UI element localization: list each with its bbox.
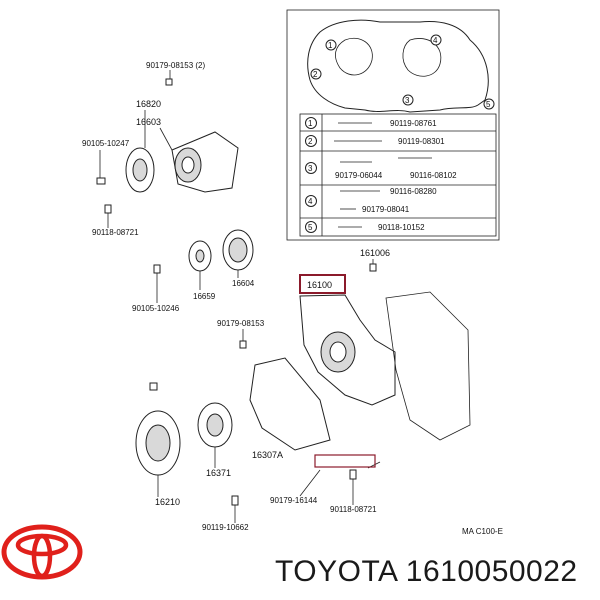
legend-3-part-a: 90179-06044 (335, 171, 383, 180)
legend-1-part: 90119-08761 (390, 119, 437, 128)
bolt-90119-10662 (231, 495, 239, 506)
callout-16371: 16371 (206, 468, 231, 478)
legend-2-part: 90119-08301 (398, 137, 445, 146)
bracket-16307A (249, 357, 331, 451)
gasket-circle-markers: 1 2 3 4 5 (310, 34, 495, 110)
legend-num-2: 2 (308, 137, 313, 146)
marker-3: 3 (405, 96, 410, 105)
diagram-reference-code: MA C100-E (462, 527, 503, 536)
bolt-mid-left (153, 264, 161, 274)
toyota-logo (1, 524, 83, 580)
callout-16820: 16820 (136, 99, 161, 109)
callout-16307A: 16307A (252, 450, 283, 460)
callout-90105-10247: 90105-10247 (82, 139, 130, 148)
legend-num-4: 4 (308, 197, 313, 206)
bolt-90179-08153 (239, 340, 247, 349)
brand-part-caption: TOYOTA 1610050022 (275, 555, 578, 589)
bolt-161006 (369, 263, 377, 272)
brand-name: TOYOTA (275, 555, 397, 588)
water-pump-16100 (299, 291, 471, 441)
marker-2: 2 (313, 70, 318, 79)
upper-pump-assembly (96, 78, 239, 214)
callout-90179-08153-2: 90179-08153 (2) (146, 61, 205, 70)
lower-assembly (135, 340, 357, 506)
highlight-box-lower (314, 454, 376, 468)
legend-4-part-a: 90116-08280 (390, 187, 437, 196)
engine-block-outline (385, 291, 471, 441)
legend-num-5: 5 (308, 223, 313, 232)
legend-5-part: 90118-10152 (378, 223, 425, 232)
legend-3-part-b: 90116-08102 (410, 171, 457, 180)
callout-16603: 16603 (136, 117, 161, 127)
callout-90119-10662: 90119-10662 (202, 523, 249, 532)
callout-16659: 16659 (193, 292, 216, 301)
callout-161006: 161006 (360, 248, 390, 258)
callout-90105-10246: 90105-10246 (132, 304, 180, 313)
marker-1: 1 (328, 41, 333, 50)
bolt-legend-table: 1 90119-08761 2 90119-08301 3 90179-0604… (299, 113, 497, 237)
callout-90118-08721-top: 90118-08721 (92, 228, 139, 237)
bolt-90118-08721 (349, 469, 357, 480)
gasket-opening-left (335, 37, 373, 76)
legend-4-part-b: 90179-08041 (362, 205, 410, 214)
marker-4: 4 (433, 36, 438, 45)
callout-16210: 16210 (155, 497, 180, 507)
leader-lines (99, 70, 374, 523)
gasket-detail-frame (286, 9, 500, 241)
legend-num-3: 3 (308, 164, 313, 173)
timing-cover-gasket (307, 19, 489, 113)
marker-5: 5 (486, 100, 491, 109)
callout-16604: 16604 (232, 279, 255, 288)
middle-pulleys (153, 229, 377, 274)
callout-90179-08153: 90179-08153 (217, 319, 265, 328)
callout-90118-08721-bottom: 90118-08721 (330, 505, 377, 514)
bolt-lower-left (104, 204, 112, 214)
bolt-gear (149, 382, 158, 391)
bolt-top (165, 78, 173, 86)
legend-num-1: 1 (308, 119, 313, 128)
callout-90179-16144: 90179-16144 (270, 496, 318, 505)
highlight-box-16100 (299, 274, 346, 294)
part-number: 1610050022 (405, 555, 578, 588)
callout-16100: 16100 (307, 280, 332, 290)
callout-labels: 90179-08153 (2) 16820 16603 90105-10247 … (82, 61, 503, 536)
bolt-upper (96, 177, 106, 185)
